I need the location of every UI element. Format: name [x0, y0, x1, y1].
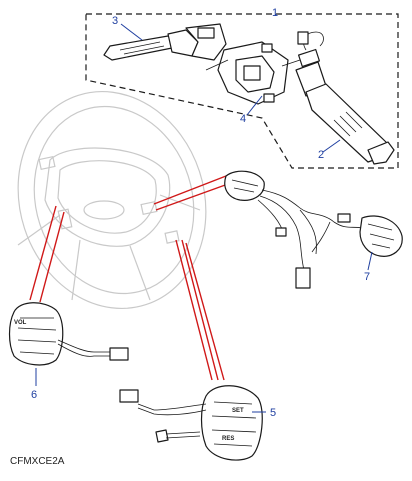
callout-1: 1 — [272, 7, 278, 19]
switch-label-set: SET — [232, 408, 244, 414]
callout-6: 6 — [31, 389, 37, 401]
harness-route-lines — [29, 175, 229, 381]
left-switch-pack: VOL — [8, 302, 129, 366]
callout-3: 3 — [112, 15, 118, 27]
callout-leaders — [35, 14, 373, 413]
callout-4: 4 — [240, 113, 246, 125]
callout-5: 5 — [270, 407, 276, 419]
steering-wheel — [17, 90, 207, 310]
wiring-harness-right — [224, 170, 403, 289]
cruise-switch-pack: SET RES — [119, 385, 263, 461]
left-stalk-switch — [103, 23, 227, 61]
callout-7: 7 — [364, 271, 370, 283]
right-stalk-switch — [295, 31, 395, 165]
assembly-boundary — [85, 13, 399, 169]
switch-label-vol: VOL — [14, 320, 27, 326]
switch-housing-center — [205, 41, 301, 105]
callout-2: 2 — [318, 149, 324, 161]
switch-label-res: RES — [222, 436, 234, 442]
figure-code: CFMXCE2A — [10, 456, 65, 467]
